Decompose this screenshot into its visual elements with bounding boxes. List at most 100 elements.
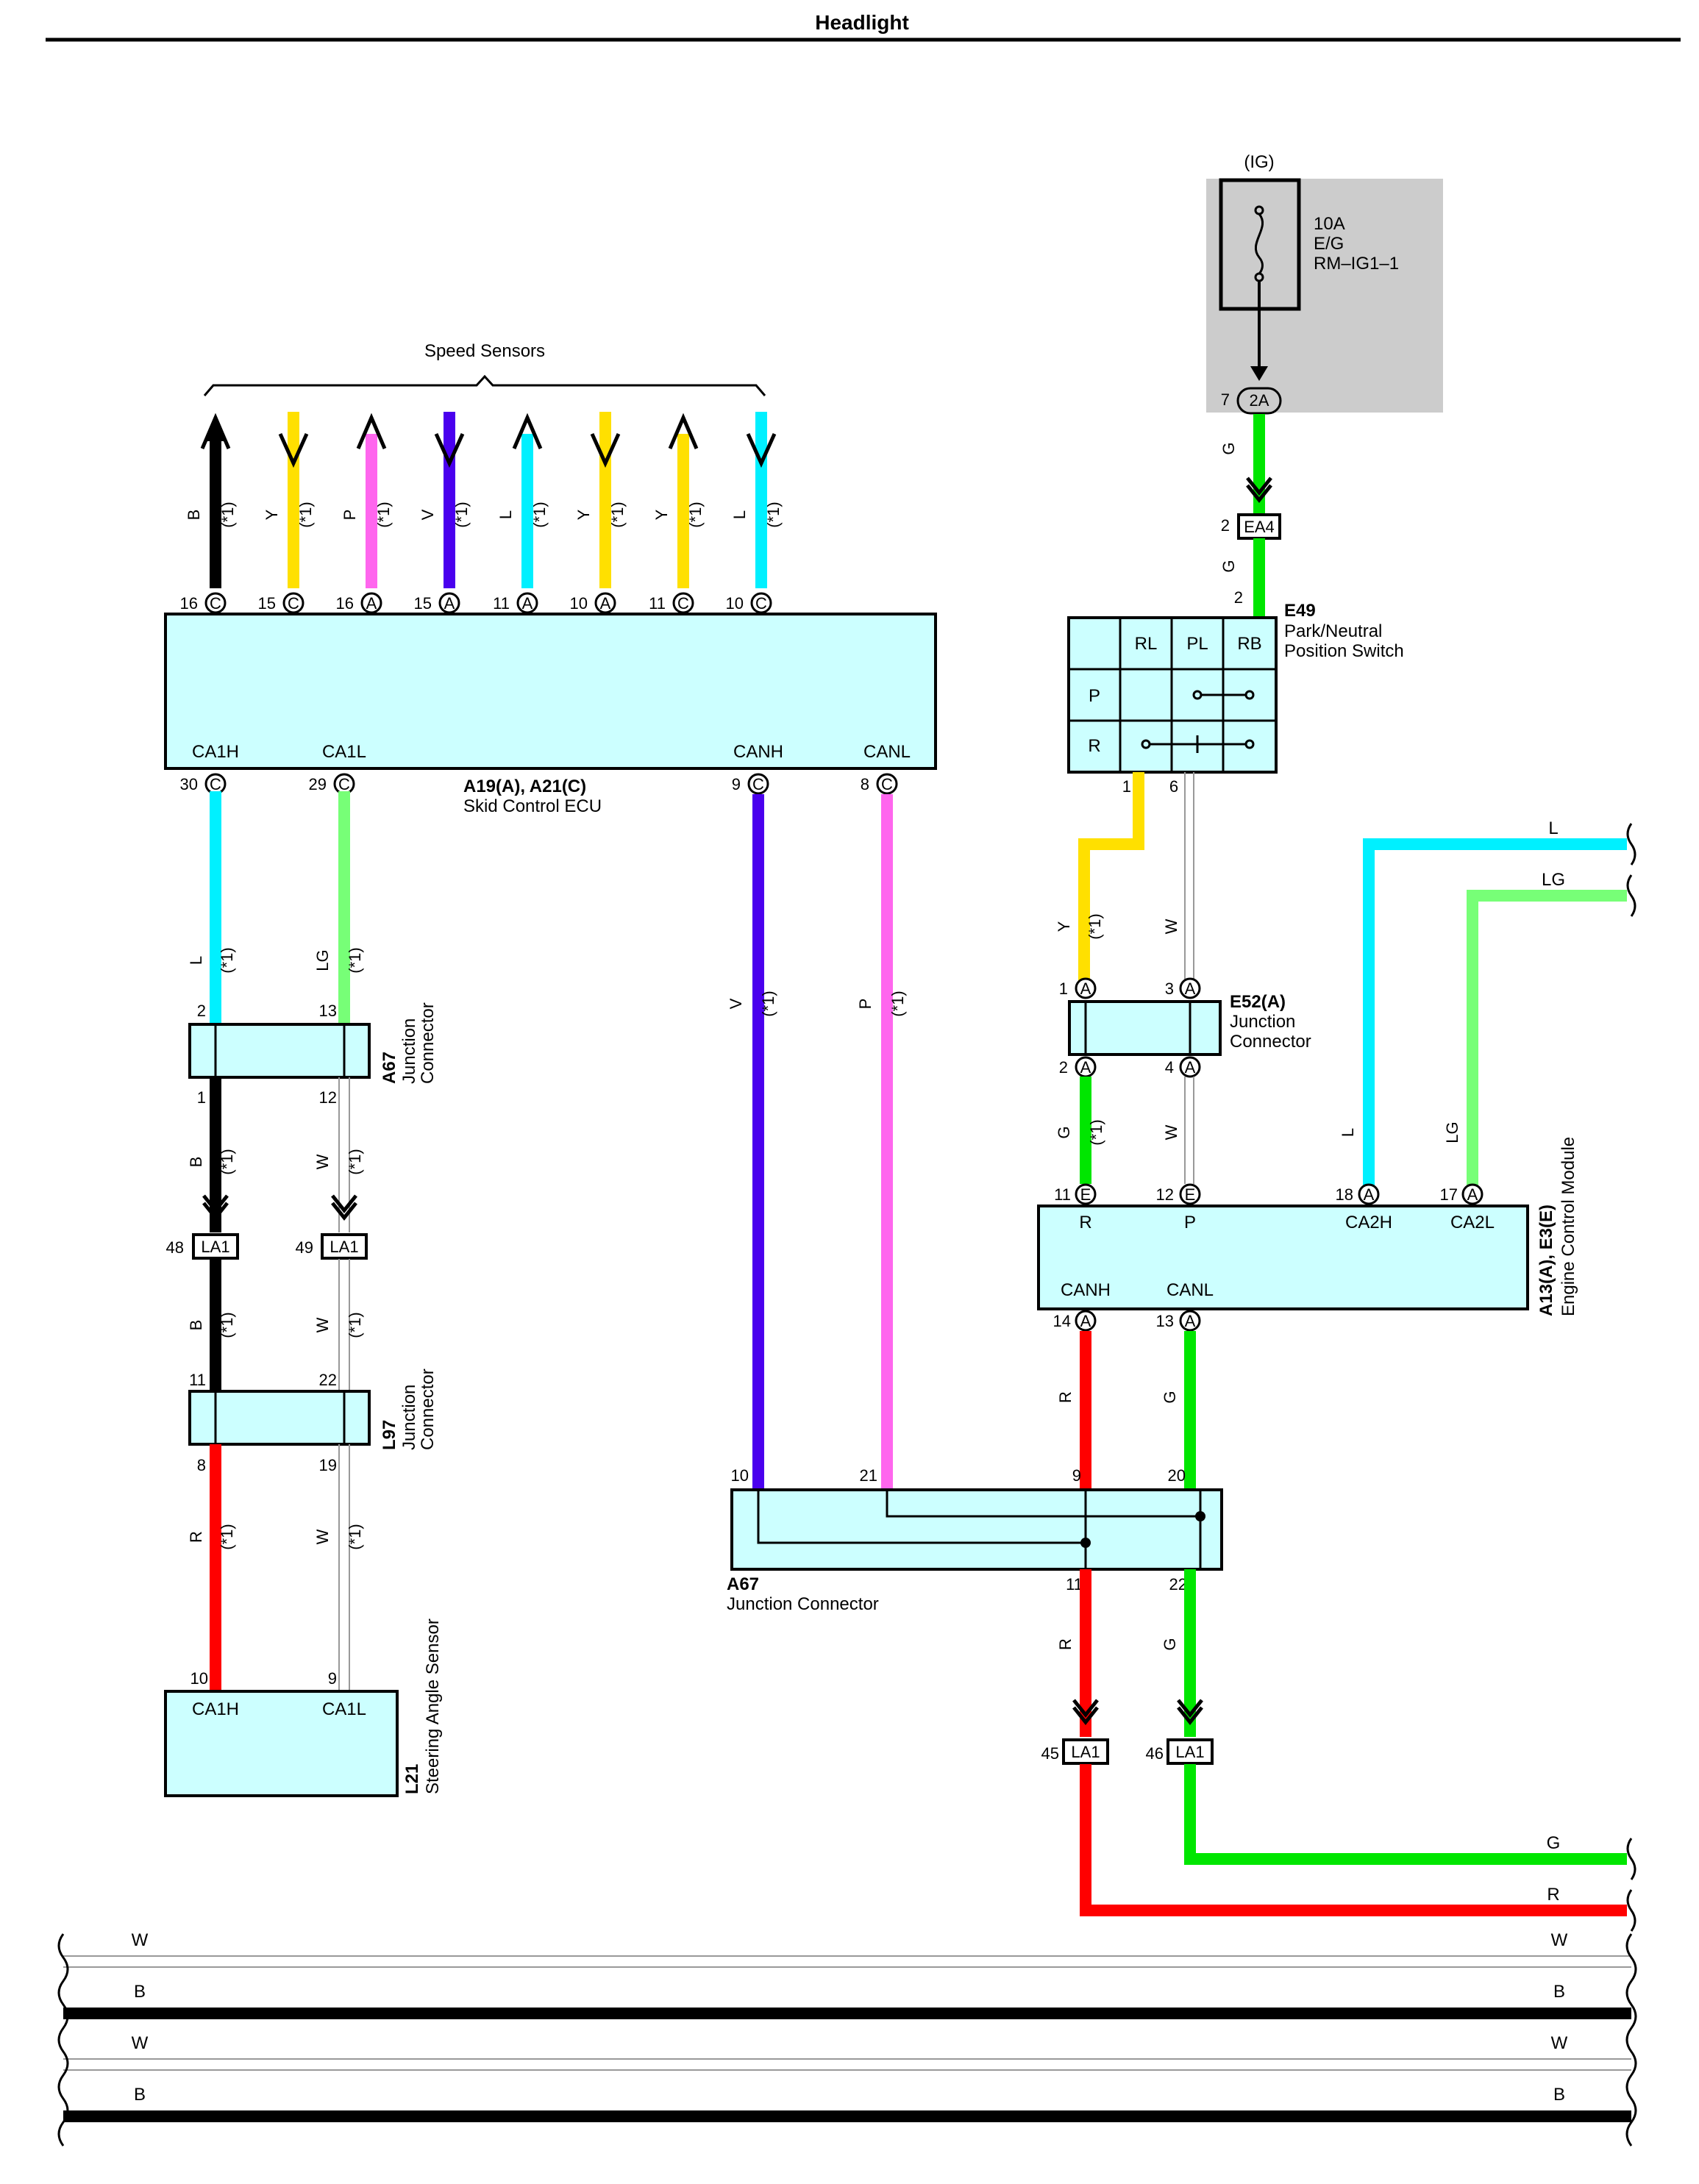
l21-pin-10: 10 <box>190 1669 208 1688</box>
star-note: (*1) <box>218 1149 236 1174</box>
fuse-location: RM–IG1–1 <box>1314 254 1399 274</box>
skid-ecu-pin-conn: C <box>210 594 221 613</box>
wire-label-r-out: R <box>1547 1885 1559 1905</box>
sensor-wire-label: Y <box>652 509 671 520</box>
e49-col-rb: RB <box>1237 634 1261 654</box>
star-note: (*1) <box>759 991 777 1016</box>
ecm-label-canl: CANL <box>1166 1280 1214 1300</box>
l97-pin-19: 19 <box>319 1456 337 1474</box>
a67-bottom-bus-canl <box>886 1490 1200 1518</box>
skid-ecu-bottom-label: CA1H <box>192 742 239 762</box>
e49-pin-1: 1 <box>1122 777 1131 796</box>
skid-ecu-pin-conn: C <box>677 594 689 613</box>
e52-name1: Junction <box>1230 1012 1295 1032</box>
e49-row-p: P <box>1089 686 1100 706</box>
wire-label-b: B <box>187 1320 205 1331</box>
wire-label-lg: LG <box>1443 1121 1461 1143</box>
l97-name2: Connector <box>418 1368 438 1450</box>
skid-ecu-box <box>164 613 937 770</box>
ecm-label-ca2h: CA2H <box>1345 1213 1392 1232</box>
wire-label-p: P <box>856 999 875 1010</box>
l21-code: L21 <box>402 1764 422 1794</box>
l97-pin-8: 8 <box>197 1456 206 1474</box>
la1-left-code: LA1 <box>201 1238 229 1256</box>
la1-right-connector <box>1166 1738 1214 1765</box>
la1-right-code: LA1 <box>1175 1743 1204 1761</box>
l97-name1: Junction <box>399 1385 419 1450</box>
sensor-wire-label: P <box>341 510 359 521</box>
fuse-connector <box>1236 387 1282 415</box>
skid-ecu-bottom-pin-circle <box>876 773 898 795</box>
ecm-conn: A <box>1185 1312 1196 1330</box>
skid-ecu-pin-conn: A <box>600 594 611 613</box>
fuse-name: E/G <box>1314 234 1344 254</box>
down-chevron-icon <box>590 432 621 468</box>
skid-ecu-pin-conn: A <box>366 594 377 613</box>
wire-y-e49 <box>1078 772 1144 990</box>
e52-conn: A <box>1080 979 1091 998</box>
e52-name2: Connector <box>1230 1032 1311 1052</box>
e52-connector <box>1068 1000 1222 1056</box>
skid-ecu-bottom-pin-number: 8 <box>861 775 869 793</box>
l21-sensor-box <box>164 1690 399 1797</box>
ecm-code: A13(A), E3(E) <box>1536 1205 1556 1316</box>
la1-left-code: LA1 <box>330 1238 358 1256</box>
up-arrow-icon <box>207 418 224 441</box>
l21-label-ca1l: CA1L <box>322 1699 366 1719</box>
star-note: (*1) <box>218 1524 236 1549</box>
a67-bottom-pin-20: 20 <box>1168 1466 1186 1485</box>
la1-left-pin-49: 49 <box>296 1238 313 1257</box>
e52-pin-4: 4 <box>1165 1058 1174 1077</box>
wire-label-w: W <box>313 1529 332 1544</box>
bottom-bus-lines: W W B B W W B B <box>57 1930 1637 2146</box>
a67-top-connector <box>188 1023 371 1079</box>
skid-ecu-bottom-pin-conn: C <box>881 775 893 793</box>
up-arrow-icon <box>512 413 543 449</box>
la1-right-pin-46: 46 <box>1146 1744 1164 1763</box>
e49-row-r: R <box>1088 736 1100 756</box>
e49-pin-top: 2 <box>1234 588 1243 607</box>
e52-conn: A <box>1185 979 1196 998</box>
la1-left-connector <box>192 1233 239 1260</box>
sensor-wire-label: Y <box>574 509 593 520</box>
bus-label: B <box>1553 1982 1565 2002</box>
wire-g-out <box>1184 1764 1627 1865</box>
ecm-conn: A <box>1080 1312 1091 1330</box>
wire-label-g: G <box>1161 1391 1179 1403</box>
continuation-break <box>1626 823 1636 866</box>
page-title: Headlight <box>815 11 909 34</box>
skid-ecu-bottom-pin-conn: C <box>752 775 764 793</box>
wire-label-r: R <box>1056 1638 1075 1650</box>
wire-label-r: R <box>1056 1391 1075 1403</box>
bus-label: B <box>134 1982 146 2002</box>
wire-label-w: W <box>1162 1124 1180 1140</box>
up-arrow-icon <box>356 413 387 449</box>
l21-pin-9: 9 <box>328 1669 337 1688</box>
ecm-label-ca2l: CA2L <box>1450 1213 1495 1232</box>
continuation-break <box>1626 1889 1636 1932</box>
e52-pin-circle <box>1179 977 1201 999</box>
ecm-pin-14: 14 <box>1053 1312 1071 1330</box>
ecm-pin-circle <box>1179 1310 1201 1332</box>
la1-right-code: LA1 <box>1071 1743 1100 1761</box>
l97-pin-11: 11 <box>189 1371 206 1389</box>
a67-bottom-bus-canh <box>757 1490 1086 1544</box>
ecm-label-canh: CANH <box>1061 1280 1111 1300</box>
fuse-code: 2A <box>1250 391 1269 410</box>
continuation-break <box>1626 1838 1636 1880</box>
bus-break-left <box>57 1933 69 2146</box>
bus-break-right <box>1625 1933 1637 2146</box>
bus-label: W <box>1551 2033 1568 2053</box>
skid-ecu-pin-number: 11 <box>649 594 666 613</box>
star-note: (*1) <box>452 502 471 527</box>
ecm-pin-circle <box>1358 1183 1380 1205</box>
wire-lg-ca2l <box>1467 890 1627 1185</box>
speed-sensors-bracket <box>203 374 766 396</box>
e49-code: E49 <box>1284 601 1316 621</box>
a67-bottom-code: A67 <box>727 1574 759 1594</box>
star-note: (*1) <box>346 1312 364 1338</box>
skid-ecu-pin-number: 10 <box>570 594 588 613</box>
sensor-wire-label: Y <box>263 509 281 520</box>
